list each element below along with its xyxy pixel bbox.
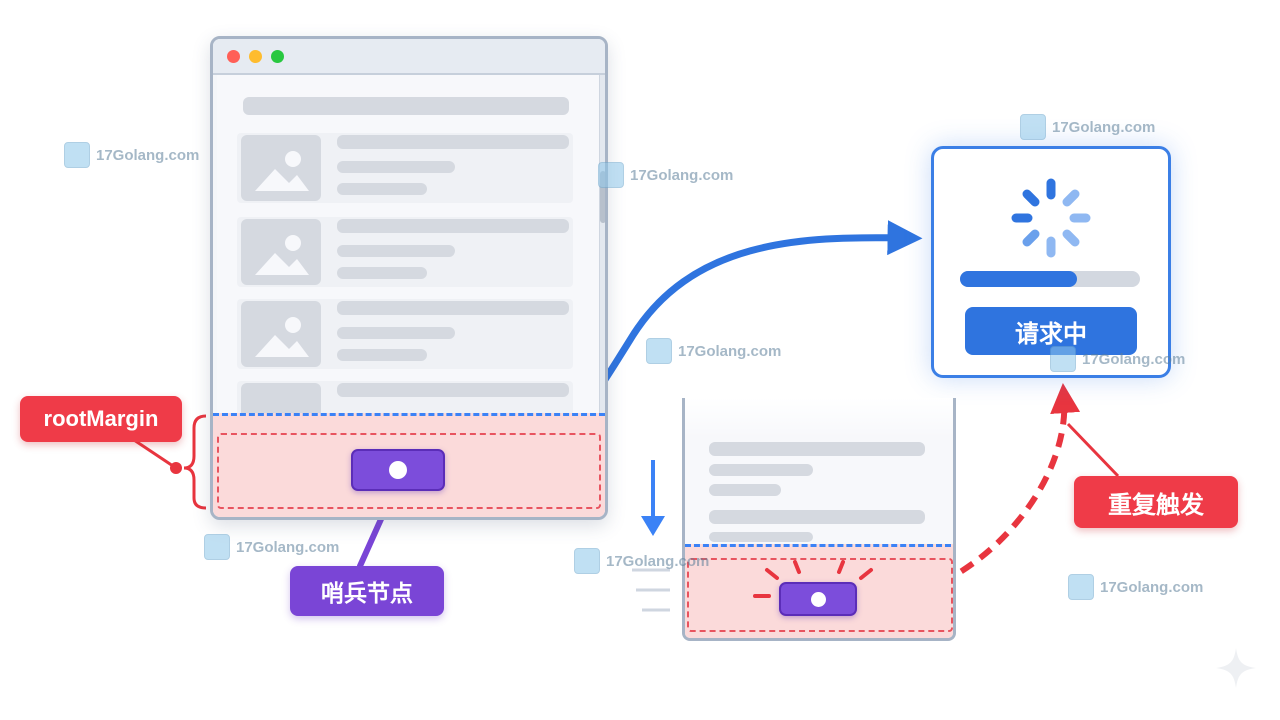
text-line-placeholder	[337, 135, 569, 149]
top-fade	[685, 398, 953, 438]
text-line-placeholder	[337, 301, 569, 315]
sentinel-label: 哨兵节点	[290, 566, 444, 616]
window-close-dot[interactable]	[227, 50, 240, 63]
text-line-placeholder	[337, 219, 569, 233]
scroll-down-arrowhead	[641, 516, 665, 536]
sentinel-node	[351, 449, 445, 491]
trigger-burst-icon	[753, 560, 873, 598]
sentinel-node-triggered	[779, 582, 857, 616]
root-margin-connector	[133, 438, 177, 470]
text-line-placeholder	[709, 484, 781, 496]
watermark-logo-icon	[204, 534, 230, 560]
watermark: 17Golang.com	[1068, 574, 1203, 600]
watermark-text: 17Golang.com	[630, 166, 734, 184]
watermark: 17Golang.com	[598, 162, 733, 188]
watermark-text: 17Golang.com	[678, 342, 782, 360]
window-maximize-dot[interactable]	[271, 50, 284, 63]
image-placeholder-icon	[241, 135, 321, 201]
text-line-placeholder	[709, 510, 925, 524]
root-margin-label: rootMargin	[20, 396, 182, 442]
watermark-logo-icon	[1068, 574, 1094, 600]
scrollbar-thumb[interactable]	[600, 171, 605, 223]
watermark-logo-icon	[646, 338, 672, 364]
window-minimize-dot[interactable]	[249, 50, 262, 63]
watermark-logo-icon	[1020, 114, 1046, 140]
browser-window	[210, 36, 608, 520]
text-line-placeholder	[337, 383, 569, 397]
text-line-placeholder	[709, 442, 925, 456]
root-margin-connector-dot	[170, 462, 182, 474]
window-titlebar	[213, 39, 605, 75]
watermark-text: 17Golang.com	[236, 538, 340, 556]
list-item	[237, 299, 573, 369]
image-placeholder-icon	[241, 219, 321, 285]
watermark-text: 17Golang.com	[1100, 578, 1204, 596]
header-placeholder	[243, 97, 569, 115]
image-icon	[255, 151, 309, 191]
watermark-logo-icon	[64, 142, 90, 168]
root-margin-zone	[685, 544, 953, 638]
sentinel-knob	[389, 461, 407, 479]
watermark-logo-icon	[598, 162, 624, 188]
text-line-placeholder	[337, 161, 455, 173]
watermark-text: 17Golang.com	[1082, 350, 1186, 368]
viewport-boundary-line	[685, 544, 951, 547]
image-icon	[255, 317, 309, 357]
loading-panel: 请求中	[931, 146, 1171, 378]
watermark: 17Golang.com	[1050, 346, 1185, 372]
repeat-trigger-label: 重复触发	[1074, 476, 1238, 528]
text-line-placeholder	[709, 532, 813, 542]
list-item	[237, 133, 573, 203]
list-item	[237, 217, 573, 287]
scrolled-window	[682, 398, 956, 641]
root-margin-brace	[183, 414, 207, 510]
watermark-logo-icon	[574, 548, 600, 574]
sparkle-icon	[1216, 648, 1256, 688]
loading-progress-fill	[960, 271, 1077, 287]
loading-spinner-icon	[1011, 178, 1091, 258]
watermark: 17Golang.com	[64, 142, 199, 168]
watermark: 17Golang.com	[1020, 114, 1155, 140]
watermark: 17Golang.com	[574, 548, 709, 574]
root-margin-boundary	[687, 558, 953, 632]
text-line-placeholder	[337, 349, 427, 361]
loading-progress-bar	[960, 271, 1140, 287]
watermark-text: 17Golang.com	[96, 146, 200, 164]
scrollbar[interactable]	[599, 75, 605, 515]
root-margin-zone	[213, 413, 605, 517]
root-margin-boundary	[217, 433, 601, 509]
image-icon	[255, 235, 309, 275]
repeat-label-connector	[1066, 422, 1120, 478]
text-line-placeholder	[709, 464, 813, 476]
watermark-text: 17Golang.com	[606, 552, 710, 570]
text-line-placeholder	[337, 267, 427, 279]
text-line-placeholder	[337, 327, 455, 339]
watermark-logo-icon	[1050, 346, 1076, 372]
viewport-boundary-line	[213, 413, 605, 416]
watermark: 17Golang.com	[204, 534, 339, 560]
text-line-placeholder	[337, 245, 455, 257]
watermark: 17Golang.com	[646, 338, 781, 364]
watermark-text: 17Golang.com	[1052, 118, 1156, 136]
sentinel-knob	[810, 591, 826, 607]
text-line-placeholder	[337, 183, 427, 195]
image-placeholder-icon	[241, 301, 321, 367]
